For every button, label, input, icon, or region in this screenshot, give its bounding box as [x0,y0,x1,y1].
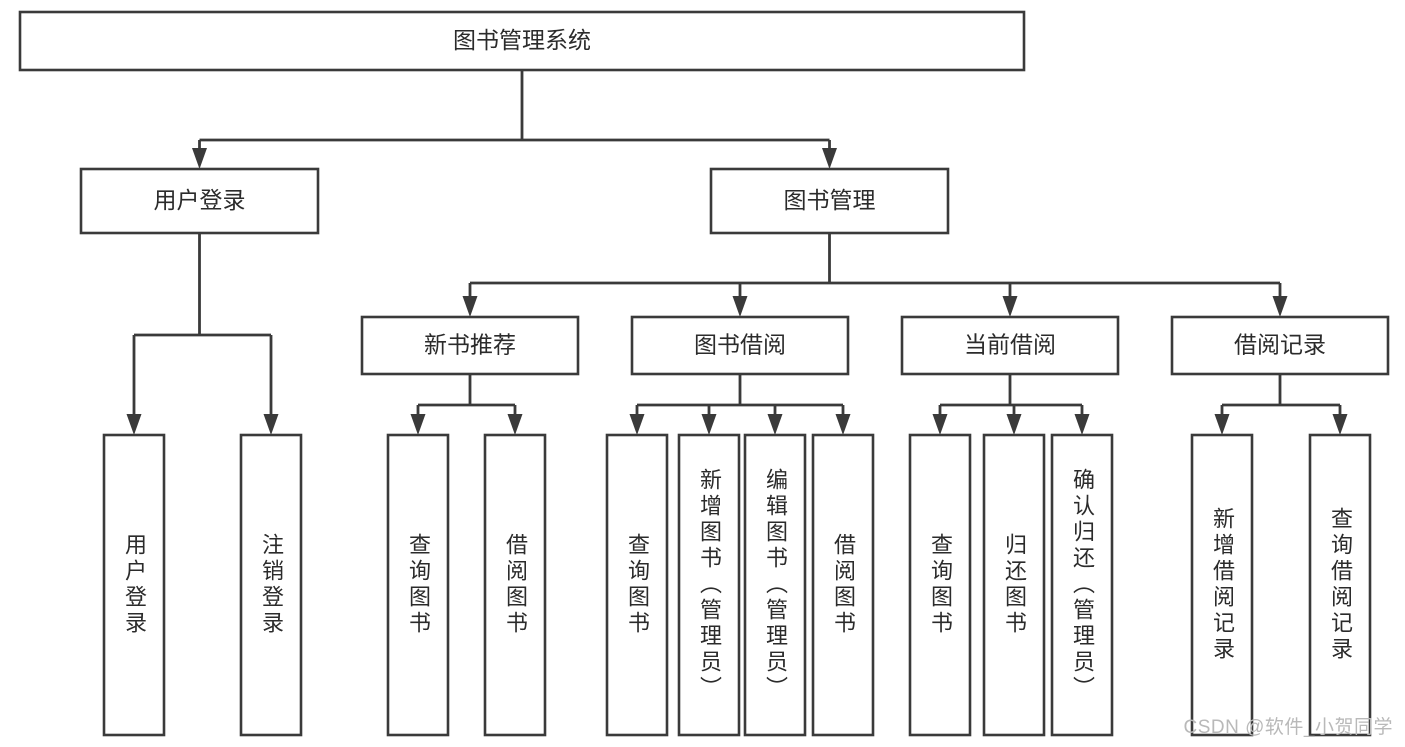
leaf-leaf-confirm-return-arrow-icon [1074,414,1090,435]
node-book-borrow-box[interactable] [630,315,850,376]
leaf-leaf-borrow-book-1-arrow-icon [507,414,523,435]
node-leaf-confirm-return-box[interactable] [1050,433,1114,737]
node-leaf-add-record-box[interactable] [1190,433,1254,737]
node-root-box[interactable] [18,10,1026,72]
node-leaf-return-book-box[interactable] [982,433,1046,737]
level3-current-borrow-arrow-icon [1002,296,1018,317]
node-current-borrow-label: 当前借阅 [964,332,1056,358]
node-user-login-box[interactable] [79,167,320,235]
node-leaf-user-login-box[interactable] [102,433,166,737]
node-user-login-label: 用户登录 [154,187,246,213]
leaf-leaf-borrow-book-2-arrow-icon [835,414,851,435]
node-borrow-record-label: 借阅记录 [1234,332,1326,358]
node-borrow-record-box[interactable] [1170,315,1390,376]
level3-borrow-record-arrow-icon [1272,296,1288,317]
node-root-label: 图书管理系统 [453,27,591,53]
leaf-leaf-add-record-arrow-icon [1214,414,1230,435]
node-leaf-logout-box[interactable] [239,433,303,737]
csdn-watermark: CSDN @软件_小贺同学 [1183,717,1393,738]
node-book-manage-label: 图书管理 [784,187,876,213]
node-leaf-query-book-2-box[interactable] [605,433,669,737]
leaf-leaf-user-login-arrow-icon [126,414,142,435]
level3-new-book-rec-arrow-icon [462,296,478,317]
level2-book-manage-arrow-icon [822,148,837,169]
node-new-book-rec-label: 新书推荐 [424,332,516,358]
level2-user-login-arrow-icon [192,148,207,169]
node-leaf-add-book-box[interactable] [677,433,741,737]
node-leaf-query-book-1-box[interactable] [386,433,450,737]
node-leaf-query-record-box[interactable] [1308,433,1372,737]
leaf-leaf-edit-book-arrow-icon [767,414,783,435]
leaf-leaf-query-book-2-arrow-icon [629,414,645,435]
node-leaf-borrow-book-1-box[interactable] [483,433,547,737]
node-leaf-borrow-book-2-box[interactable] [811,433,875,737]
node-leaf-edit-book-box[interactable] [743,433,807,737]
leaf-leaf-query-book-3-arrow-icon [932,414,948,435]
node-book-borrow-label: 图书借阅 [694,332,786,358]
leaf-leaf-logout-arrow-icon [263,414,279,435]
node-leaf-query-book-3-box[interactable] [908,433,972,737]
node-new-book-rec-box[interactable] [360,315,580,376]
leaf-leaf-query-book-1-arrow-icon [410,414,426,435]
node-current-borrow-box[interactable] [900,315,1120,376]
leaf-leaf-add-book-arrow-icon [701,414,717,435]
node-box-layer [18,10,1390,737]
node-book-manage-box[interactable] [709,167,950,235]
level3-book-borrow-arrow-icon [732,296,748,317]
leaf-leaf-query-record-arrow-icon [1332,414,1348,435]
connector-layer [126,70,1348,435]
leaf-leaf-return-book-arrow-icon [1006,414,1022,435]
